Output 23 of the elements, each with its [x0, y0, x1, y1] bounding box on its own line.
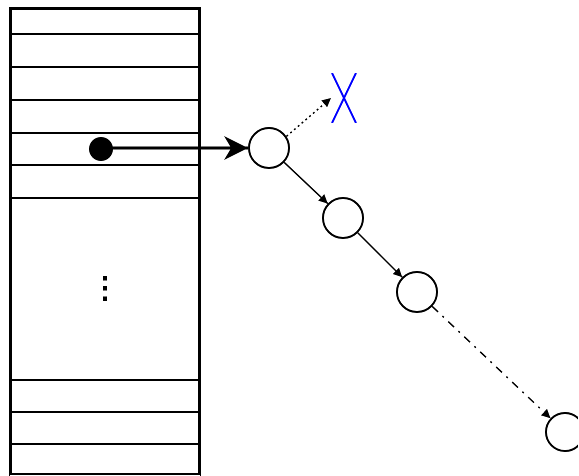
- list-node-circle: [545, 412, 578, 452]
- arrow: [284, 162, 328, 204]
- array-slot: [10, 99, 200, 134]
- array-slot: [10, 33, 200, 68]
- arrow: [286, 97, 332, 137]
- arrow: [112, 136, 248, 160]
- array-slot: [10, 164, 200, 199]
- array-slot: [10, 197, 200, 381]
- array-slot: [10, 443, 200, 475]
- array-table: [9, 7, 201, 476]
- arrow: [432, 306, 551, 419]
- list-node-circle: [322, 197, 364, 239]
- array-slot: [10, 132, 200, 166]
- array-slot: [10, 8, 200, 35]
- array-slot: [10, 411, 200, 445]
- arrow: [357, 232, 403, 278]
- list-node-circle: [396, 271, 438, 313]
- array-slot: [10, 379, 200, 413]
- null-cross-icon: [331, 73, 357, 123]
- list-node-circle: [248, 127, 290, 169]
- pointer-dot: [89, 137, 113, 161]
- ellipsis-text: ⋮: [89, 274, 121, 304]
- array-slot: [10, 66, 200, 101]
